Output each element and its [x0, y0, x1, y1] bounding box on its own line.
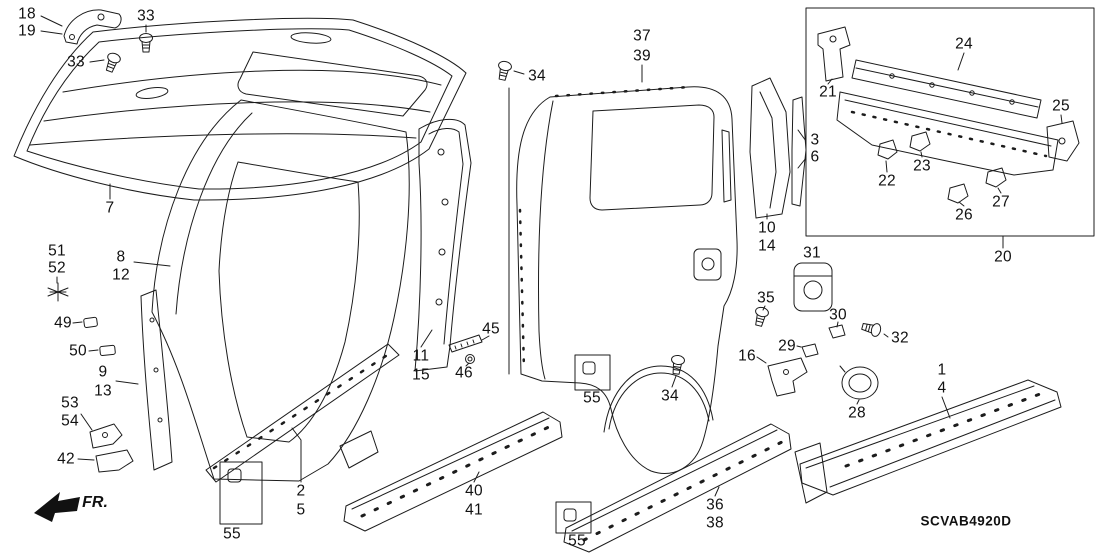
- part-callout: 50: [69, 342, 87, 360]
- cowl-bracket: [40, 9, 122, 45]
- part-callout: 46: [455, 364, 473, 382]
- small-clips-left: [47, 276, 134, 473]
- part-callout: 25: [1052, 97, 1070, 115]
- part-callout: 35: [757, 289, 775, 307]
- part-callout: 39: [633, 47, 651, 65]
- part-callout: 33: [67, 53, 85, 71]
- part-callout: 18: [18, 5, 36, 23]
- part-callout: 51: [48, 242, 66, 260]
- part-callout: 13: [94, 382, 112, 400]
- front-pillar-stiffener: [115, 289, 173, 471]
- diagram-code: SCVAB4920D: [920, 513, 1012, 529]
- part-callout: 37: [633, 27, 651, 45]
- part-callout: 45: [482, 320, 500, 338]
- part-callout: 31: [803, 244, 821, 262]
- part-callout: 23: [913, 157, 931, 175]
- part-callout: 33: [137, 7, 155, 25]
- part-callout: 19: [18, 22, 36, 40]
- part-callout: 32: [891, 329, 909, 347]
- part-callout: 10: [758, 219, 776, 237]
- part-callout: 40: [465, 482, 483, 500]
- part-callout: 8: [116, 248, 126, 266]
- part-callout: 9: [98, 363, 108, 381]
- fuel-filler-group: [756, 262, 879, 405]
- part-callout: 34: [528, 67, 546, 85]
- part-callout: 21: [819, 83, 837, 101]
- part-callout: 49: [54, 314, 72, 332]
- part-callout: 28: [848, 404, 866, 422]
- part-callout: 24: [955, 35, 973, 53]
- part-callout: 55: [568, 532, 586, 550]
- part-callout: 29: [778, 337, 796, 355]
- rear-panel-group: [805, 7, 1095, 249]
- part-callout: 52: [48, 259, 66, 277]
- part-callout: 22: [878, 172, 896, 190]
- part-callout: 7: [105, 199, 115, 217]
- part-callout: 14: [758, 237, 776, 255]
- center-pillar-inner: [414, 118, 490, 372]
- part-callout: 36: [706, 496, 724, 514]
- part-callout: 6: [810, 148, 820, 166]
- part-callout: 1: [937, 361, 947, 379]
- part-callout: 2: [296, 482, 306, 500]
- part-callout: 55: [583, 389, 601, 407]
- part-callout: 53: [61, 394, 79, 412]
- roof-panel: [13, 17, 467, 201]
- part-callout: 11: [412, 347, 430, 365]
- part-callout: 55: [223, 525, 241, 543]
- part-callout: 42: [57, 450, 75, 468]
- part-callout: 26: [955, 206, 973, 224]
- part-callout: 4: [937, 379, 947, 397]
- part-callout: 38: [706, 514, 724, 532]
- part-callout: 34: [661, 387, 679, 405]
- part-callout: 30: [829, 306, 847, 324]
- part-callout: 15: [412, 366, 430, 384]
- part-callout: 27: [992, 193, 1010, 211]
- fr-label: FR.: [82, 494, 108, 511]
- rear-pillar-gutter: [749, 77, 807, 220]
- part-callout: 5: [296, 501, 306, 519]
- side-inner-panel: [133, 99, 410, 483]
- part-callout: 3: [810, 131, 820, 149]
- part-callout: 20: [994, 248, 1012, 266]
- side-panel-outer: [508, 64, 738, 474]
- part-callout: 41: [465, 501, 483, 519]
- fr-direction-arrow: [34, 492, 80, 522]
- part-callout: 16: [738, 347, 756, 365]
- part-callout: 12: [112, 266, 130, 284]
- part-callout: 54: [61, 412, 79, 430]
